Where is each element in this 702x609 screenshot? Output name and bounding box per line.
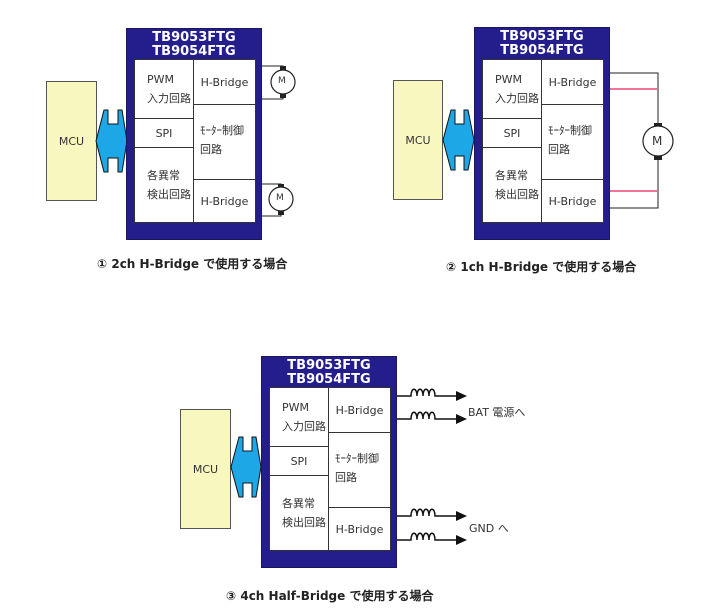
- motor-top-icon: [261, 65, 296, 100]
- arrow-head-icon: [456, 391, 467, 401]
- arrow-head-icon: [456, 511, 467, 521]
- gnd-label: GND へ: [469, 522, 509, 535]
- inductor-wire: [397, 411, 456, 420]
- inductor-wire: [397, 532, 456, 541]
- pwm-input-block: PWM 入力回路: [482, 59, 542, 119]
- motor-label: M: [276, 193, 284, 203]
- h-bridge-bottom-block: H-Bridge: [328, 507, 391, 551]
- h-bridge-bottom-block: H-Bridge: [193, 179, 256, 223]
- inductor-wire: [397, 388, 456, 397]
- bus-arrow-icon: [230, 436, 262, 498]
- connections: [442, 72, 674, 209]
- mcu-block: MCU: [180, 409, 231, 529]
- inductor-wire: [397, 508, 456, 517]
- caption: ③ 4ch Half-Bridge で使用する場合: [226, 589, 434, 603]
- pwm-input-block: PWM 入力回路: [269, 387, 329, 447]
- h-bridge-bottom-block: H-Bridge: [541, 179, 604, 223]
- driver-chip: TB9053FTG TB9054FTG PWM 入力回路 SPI 各異常 検出回…: [126, 28, 262, 240]
- inductor-output-icon: [397, 532, 467, 545]
- caption: ② 1ch H-Bridge で使用する場合: [446, 260, 637, 274]
- inductor-output-icon: [397, 411, 467, 424]
- motor-label: M: [278, 76, 286, 86]
- h-bridge-top-block: H-Bridge: [193, 59, 256, 105]
- connections: [95, 65, 296, 217]
- h-bridge-top-block: H-Bridge: [328, 387, 391, 433]
- motor-icon: [642, 123, 674, 160]
- mcu-label: MCU: [192, 462, 219, 476]
- diagram-1ch-h-bridge: MCU M TB9053FTG TB9054FTG PWM 入力回路 SPI 各…: [0, 0, 702, 280]
- bat-supply-label: BAT 電源へ: [468, 406, 526, 419]
- chip-title-2: TB9054FTG: [500, 43, 584, 58]
- spi-block: SPI: [134, 118, 194, 148]
- inductor-outputs: [397, 388, 467, 545]
- abnormal-detect-block: 各異常 検出回路: [482, 147, 542, 223]
- motor-label: M: [652, 134, 663, 148]
- arrow-head-icon: [456, 535, 467, 545]
- mcu-label: MCU: [58, 134, 85, 148]
- driver-chip: TB9053FTG TB9054FTG PWM 入力回路 SPI 各異常 検出回…: [261, 356, 397, 568]
- mcu-label: MCU: [405, 133, 431, 147]
- mcu-block: MCU: [46, 81, 97, 201]
- chip-title-1: TB9053FTG: [287, 358, 371, 373]
- driver-chip: TB9053FTG TB9054FTG PWM 入力回路 SPI 各異常 検出回…: [474, 27, 610, 240]
- inductor-output-icon: [397, 508, 467, 521]
- motor-control-block: ﾓｰﾀｰ制御 回路: [193, 104, 256, 180]
- motor-bottom-icon: [261, 183, 294, 217]
- abnormal-detect-block: 各異常 検出回路: [269, 475, 329, 551]
- motor-control-block: ﾓｰﾀｰ制御 回路: [541, 104, 604, 180]
- inductor-output-icon: [397, 388, 467, 401]
- arrow-head-icon: [456, 414, 467, 424]
- spi-block: SPI: [482, 118, 542, 148]
- spi-block: SPI: [269, 446, 329, 476]
- caption: ① 2ch H-Bridge で使用する場合: [97, 257, 288, 271]
- chip-title-2: TB9054FTG: [287, 372, 371, 387]
- chip-title-1: TB9053FTG: [500, 29, 584, 44]
- abnormal-detect-block: 各異常 検出回路: [134, 147, 194, 223]
- motor-control-block: ﾓｰﾀｰ制御 回路: [328, 432, 391, 508]
- h-bridge-top-block: H-Bridge: [541, 59, 604, 105]
- chip-title-1: TB9053FTG: [152, 30, 236, 45]
- chip-title-2: TB9054FTG: [152, 44, 236, 59]
- diagram-2ch-h-bridge: MCU M M TB9053FTG TB9054FTG PWM 入力回路 SPI…: [0, 0, 350, 280]
- pwm-input-block: PWM 入力回路: [134, 59, 194, 119]
